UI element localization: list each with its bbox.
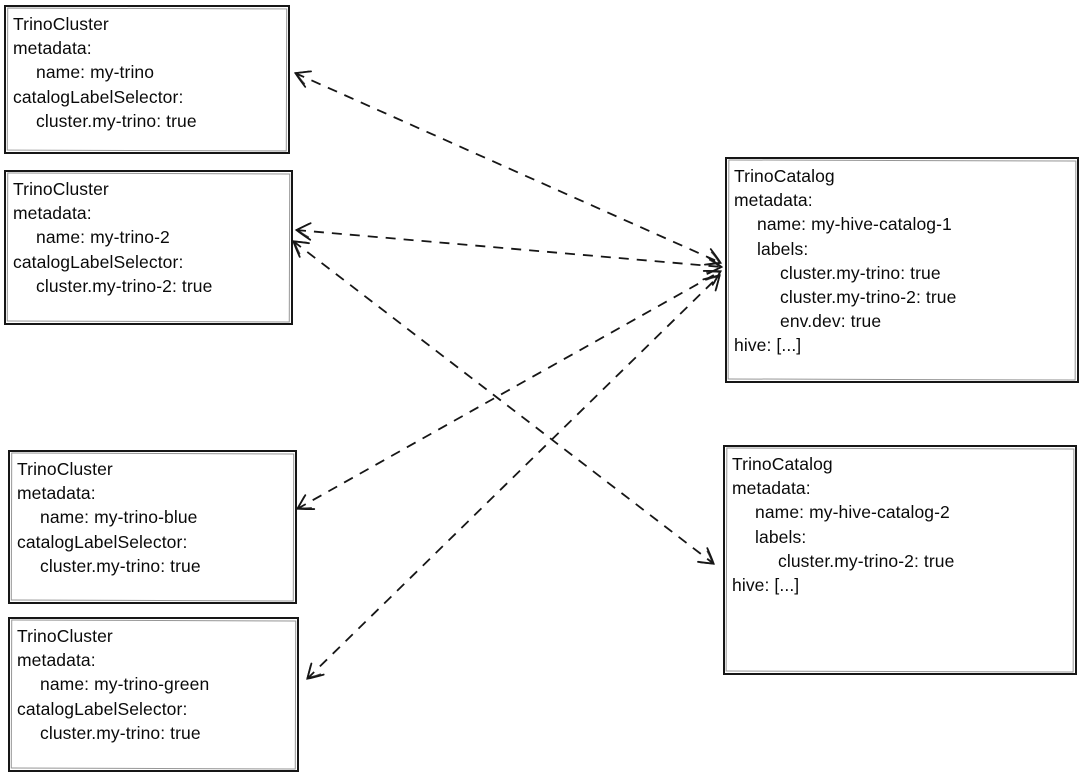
node-trinocluster-my-trino-green: TrinoCluster metadata: name: my-trino-gree… — [8, 617, 299, 772]
yaml-line: name: my-trino-2 — [36, 227, 170, 248]
node-trinocluster-my-trino-blue: TrinoCluster metadata: name: my-trino-blue… — [8, 450, 297, 604]
yaml-line: hive: [...] — [734, 335, 802, 356]
yaml-line: cluster.my-trino: true — [780, 262, 941, 283]
node-trinocluster-my-trino-2: TrinoCluster metadata: name: my-trino-2 cat… — [4, 170, 293, 325]
node-trinocatalog-my-hive-catalog-2: TrinoCatalog metadata: name: my-hive-catal… — [723, 445, 1077, 675]
yaml-line: metadata: — [732, 478, 811, 499]
yaml-line: name: my-trino-blue — [40, 507, 198, 528]
yaml-line: TrinoCatalog — [732, 454, 833, 474]
yaml-line: metadata: — [17, 650, 96, 671]
node-trinocatalog-my-hive-catalog-1: TrinoCatalog metadata: name: my-hive-catal… — [725, 157, 1079, 383]
yaml-line: TrinoCluster — [13, 14, 109, 34]
edge-trinocluster-my-trino--trinocatalog-my-hive-catalog-1 — [293, 70, 723, 266]
edge-trinocluster-my-trino-2--trinocatalog-my-hive-catalog-2 — [292, 240, 715, 565]
yaml-line: name: my-hive-catalog-1 — [757, 214, 952, 235]
yaml-line: TrinoCluster — [17, 626, 113, 646]
yaml-line: hive: [...] — [732, 575, 800, 596]
yaml-line: catalogLabelSelector: — [17, 531, 188, 552]
yaml-line: cluster.my-trino: true — [40, 722, 201, 743]
edge-trinocluster-my-trino-2--trinocatalog-my-hive-catalog-1 — [294, 222, 724, 275]
yaml-line: cluster.my-trino-2: true — [36, 275, 213, 296]
yaml-line: labels: — [757, 238, 809, 259]
yaml-line: catalogLabelSelector: — [13, 86, 184, 107]
node-trinocluster-my-trino: TrinoCluster metadata: name: my-trino catal… — [4, 5, 290, 154]
yaml-line: name: my-trino — [36, 62, 155, 83]
yaml-line: env.dev: true — [780, 311, 882, 332]
yaml-line: TrinoCluster — [17, 459, 113, 479]
yaml-line: metadata: — [734, 190, 813, 211]
yaml-line: cluster.my-trino: true — [36, 110, 197, 131]
yaml-line: name: my-hive-catalog-2 — [755, 502, 950, 523]
yaml-line: cluster.my-trino-2: true — [778, 550, 955, 571]
yaml-line: catalogLabelSelector: — [17, 698, 188, 719]
yaml-line: name: my-trino-green — [40, 674, 210, 695]
yaml-line: metadata: — [13, 203, 92, 224]
yaml-line: catalogLabelSelector: — [13, 251, 184, 272]
yaml-line: cluster.my-trino-2: true — [780, 287, 957, 308]
yaml-line: cluster.my-trino: true — [40, 555, 201, 576]
yaml-line: labels: — [755, 526, 807, 547]
yaml-line: TrinoCluster — [13, 179, 109, 199]
edge-trinocluster-my-trino-blue--trinocatalog-my-hive-catalog-1 — [295, 270, 723, 510]
yaml-line: metadata: — [17, 483, 96, 504]
yaml-line: metadata: — [13, 38, 92, 59]
yaml-line: TrinoCatalog — [734, 166, 835, 186]
edge-trinocluster-my-trino-green--trinocatalog-my-hive-catalog-1 — [306, 274, 721, 680]
